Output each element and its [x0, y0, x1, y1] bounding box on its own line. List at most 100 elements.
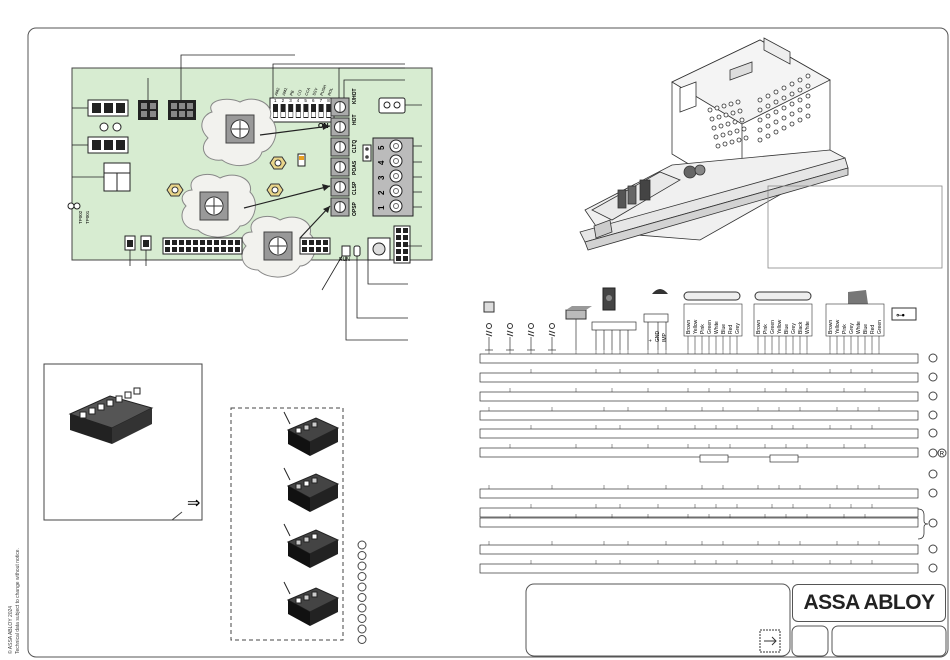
push-button-symbol — [528, 323, 534, 329]
enlarged-potentiometer-1 — [225, 114, 255, 144]
wire-color-label: White — [856, 321, 862, 334]
dip-key — [311, 591, 318, 598]
pointer-line — [259, 125, 331, 136]
vent-hole — [789, 111, 795, 117]
wire-color-label: Green — [770, 320, 776, 334]
dip-key — [311, 477, 318, 484]
dip-switch-enlarged — [68, 387, 154, 444]
vent-hole — [735, 99, 741, 105]
header-pin — [165, 247, 170, 252]
color-label-box — [825, 303, 885, 337]
wire-color-label: Grey — [735, 323, 741, 334]
row-reference-marker — [928, 391, 938, 401]
header-pin — [235, 240, 240, 245]
bus-row — [479, 517, 919, 528]
dip-key — [106, 399, 114, 407]
vent-hole — [757, 107, 763, 113]
wire-color-label: White — [805, 321, 811, 334]
reference-marker — [357, 582, 367, 592]
header-pin — [179, 247, 184, 252]
row-reference-marker — [928, 372, 938, 382]
header-pin — [403, 256, 408, 261]
vent-hole — [781, 125, 787, 131]
dip-key — [133, 387, 141, 395]
bus-row — [479, 507, 919, 518]
header-pin — [200, 247, 205, 252]
wire-color-label: Red — [870, 325, 876, 334]
header-pin — [396, 242, 401, 247]
test-point-label: TP002 — [78, 210, 83, 224]
header-pin — [396, 228, 401, 233]
dip-function-label: AM2 — [273, 86, 281, 96]
arrowhead — [322, 184, 330, 191]
dip-number: 8 — [327, 98, 330, 103]
bus-row — [479, 372, 919, 383]
vent-hole — [805, 113, 811, 119]
vent-hole — [721, 103, 727, 109]
terminal-number: 5 — [377, 145, 386, 150]
pot-label: K/HOT — [352, 88, 358, 104]
bus-row — [479, 544, 919, 555]
power-plug-connector — [378, 97, 406, 114]
reference-marker — [357, 561, 367, 571]
dip-key — [303, 536, 310, 543]
dip-function-label: SSV — [311, 87, 319, 97]
dip-number: 6 — [312, 98, 315, 103]
dip-key — [303, 480, 310, 487]
arrowhead — [322, 123, 330, 130]
brand-logo-box: ASSA ABLOY — [792, 584, 946, 622]
header-pin — [193, 240, 198, 245]
wire-color-label: Yellow — [835, 319, 841, 334]
reference-marker — [357, 572, 367, 581]
signal-label: GND — [655, 331, 661, 343]
vent-hole — [781, 95, 787, 101]
header-pin — [214, 240, 219, 245]
header-pin — [221, 247, 226, 252]
header-pin — [403, 235, 408, 240]
radar-icon — [848, 290, 868, 304]
leader-lines — [72, 54, 422, 341]
vent-hole — [727, 130, 733, 136]
dip-key — [295, 597, 302, 604]
reference-marker — [357, 540, 367, 550]
header-pin — [316, 240, 321, 245]
row-badge: R — [940, 452, 945, 458]
vent-hole — [737, 108, 743, 114]
vent-hole — [797, 107, 803, 113]
dip-key — [311, 421, 318, 428]
row-reference-marker — [928, 469, 938, 479]
dip-slot — [318, 104, 324, 118]
sensor-icon — [565, 309, 587, 320]
vent-hole — [734, 128, 740, 134]
header-pin — [172, 247, 177, 252]
header-pin — [316, 247, 321, 252]
pin-header-short — [299, 237, 331, 255]
header-pin — [323, 240, 328, 245]
vent-hole — [773, 119, 779, 125]
vent-hole — [765, 113, 771, 119]
header-pin — [165, 240, 170, 245]
pot-label: CLSP — [352, 181, 358, 195]
signal-label: + — [648, 339, 654, 342]
safety-sensor-bar-icon — [683, 291, 741, 301]
vent-hole — [789, 81, 795, 87]
vent-hole — [797, 117, 803, 123]
notes-box — [767, 185, 943, 269]
vent-hole — [789, 121, 795, 127]
vent-hole — [709, 116, 715, 122]
terminal-number: 4 — [377, 160, 386, 165]
test-point-label: TP001 — [85, 210, 90, 224]
dip-function-label: CO — [296, 89, 303, 96]
wire-color-label: Blue — [721, 324, 727, 334]
vent-hole — [781, 115, 787, 121]
enlarged-potentiometer-2 — [199, 191, 229, 221]
header-pin — [403, 249, 408, 254]
keypad-icon — [483, 301, 495, 313]
header-pin — [302, 240, 307, 245]
row-reference-marker — [928, 353, 938, 363]
wire-color-label: Blue — [784, 324, 790, 334]
dip-function-label: AM1 — [281, 86, 289, 96]
